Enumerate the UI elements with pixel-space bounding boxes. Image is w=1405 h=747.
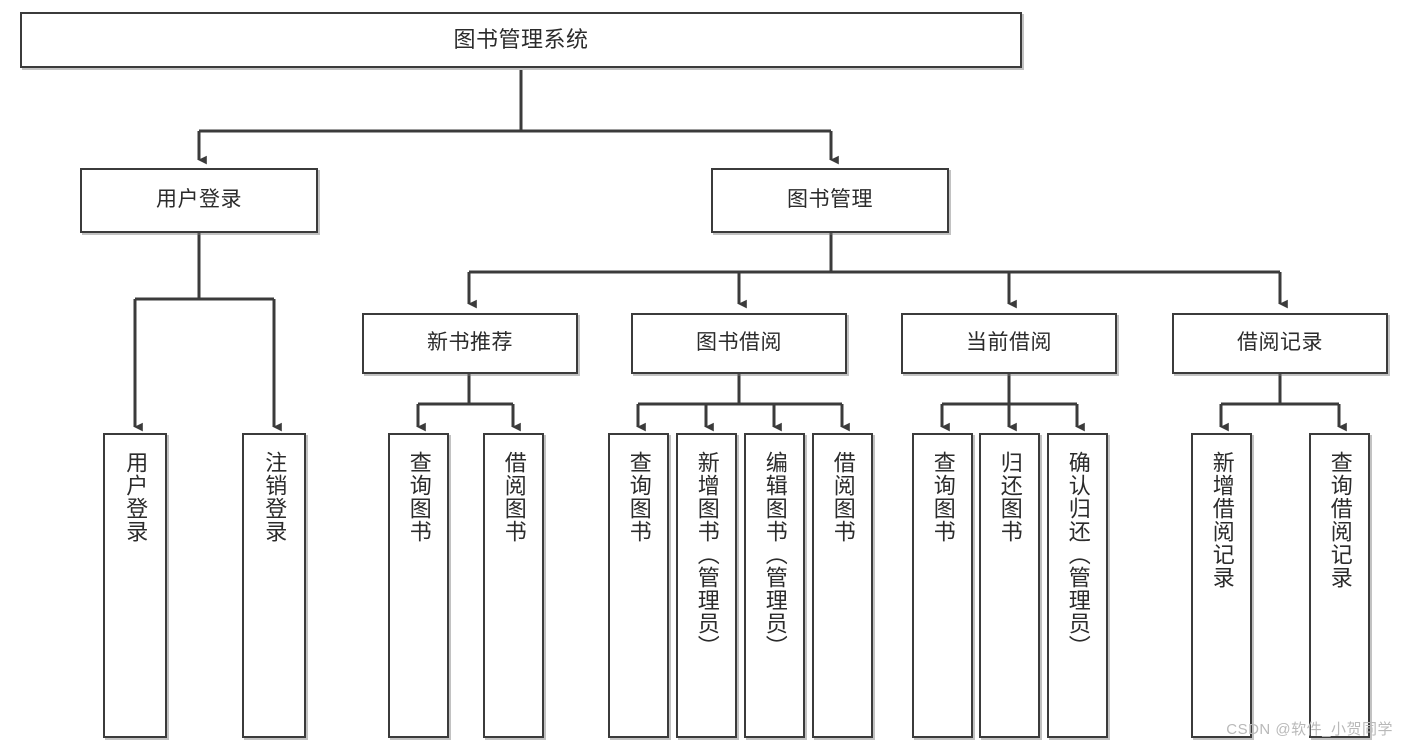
node-book-management[interactable]: 图书管理 bbox=[711, 168, 949, 233]
node-label: 查询图书 bbox=[626, 451, 652, 543]
node-label: 新增借阅记录 bbox=[1209, 451, 1235, 589]
node-label: 当前借阅 bbox=[966, 331, 1052, 355]
node-label: 归还图书 bbox=[997, 451, 1023, 543]
leaf-cb-query-book[interactable]: 查询图书 bbox=[912, 433, 973, 738]
leaf-bb-edit-book-admin[interactable]: 编辑图书（管理员） bbox=[744, 433, 805, 738]
node-current-borrow[interactable]: 当前借阅 bbox=[901, 313, 1117, 374]
leaf-cb-return-book[interactable]: 归还图书 bbox=[979, 433, 1040, 738]
node-borrow-record[interactable]: 借阅记录 bbox=[1172, 313, 1388, 374]
node-label: 图书管理系统 bbox=[453, 27, 589, 53]
node-label: 查询借阅记录 bbox=[1327, 451, 1353, 589]
node-label: 借阅记录 bbox=[1237, 331, 1323, 355]
node-root-system[interactable]: 图书管理系统 bbox=[20, 12, 1022, 68]
leaf-nb-query-book[interactable]: 查询图书 bbox=[388, 433, 449, 738]
leaf-bb-add-book-admin[interactable]: 新增图书（管理员） bbox=[676, 433, 737, 738]
leaf-bb-query-book[interactable]: 查询图书 bbox=[608, 433, 669, 738]
node-book-borrow[interactable]: 图书借阅 bbox=[631, 313, 847, 374]
node-label: 查询图书 bbox=[406, 451, 432, 543]
leaf-br-query-record[interactable]: 查询借阅记录 bbox=[1309, 433, 1370, 738]
node-label: 新增图书（管理员） bbox=[694, 451, 720, 658]
node-label: 查询图书 bbox=[930, 451, 956, 543]
leaf-bb-borrow-book[interactable]: 借阅图书 bbox=[812, 433, 873, 738]
node-label: 图书借阅 bbox=[696, 331, 782, 355]
node-label: 用户登录 bbox=[156, 188, 242, 212]
node-label: 用户登录 bbox=[123, 451, 149, 543]
node-label: 图书管理 bbox=[787, 188, 873, 212]
node-label: 借阅图书 bbox=[830, 451, 856, 543]
leaf-logout[interactable]: 注销登录 bbox=[242, 433, 306, 738]
leaf-nb-borrow-book[interactable]: 借阅图书 bbox=[483, 433, 544, 738]
node-new-book-recommend[interactable]: 新书推荐 bbox=[362, 313, 578, 374]
node-label: 新书推荐 bbox=[427, 331, 513, 355]
node-label: 编辑图书（管理员） bbox=[762, 451, 788, 658]
node-label: 借阅图书 bbox=[501, 451, 527, 543]
node-label: 注销登录 bbox=[262, 451, 288, 543]
node-label: 确认归还（管理员） bbox=[1065, 451, 1091, 658]
node-user-login[interactable]: 用户登录 bbox=[80, 168, 318, 233]
leaf-user-login[interactable]: 用户登录 bbox=[103, 433, 167, 738]
leaf-br-add-record[interactable]: 新增借阅记录 bbox=[1191, 433, 1252, 738]
leaf-cb-confirm-return-admin[interactable]: 确认归还（管理员） bbox=[1047, 433, 1108, 738]
